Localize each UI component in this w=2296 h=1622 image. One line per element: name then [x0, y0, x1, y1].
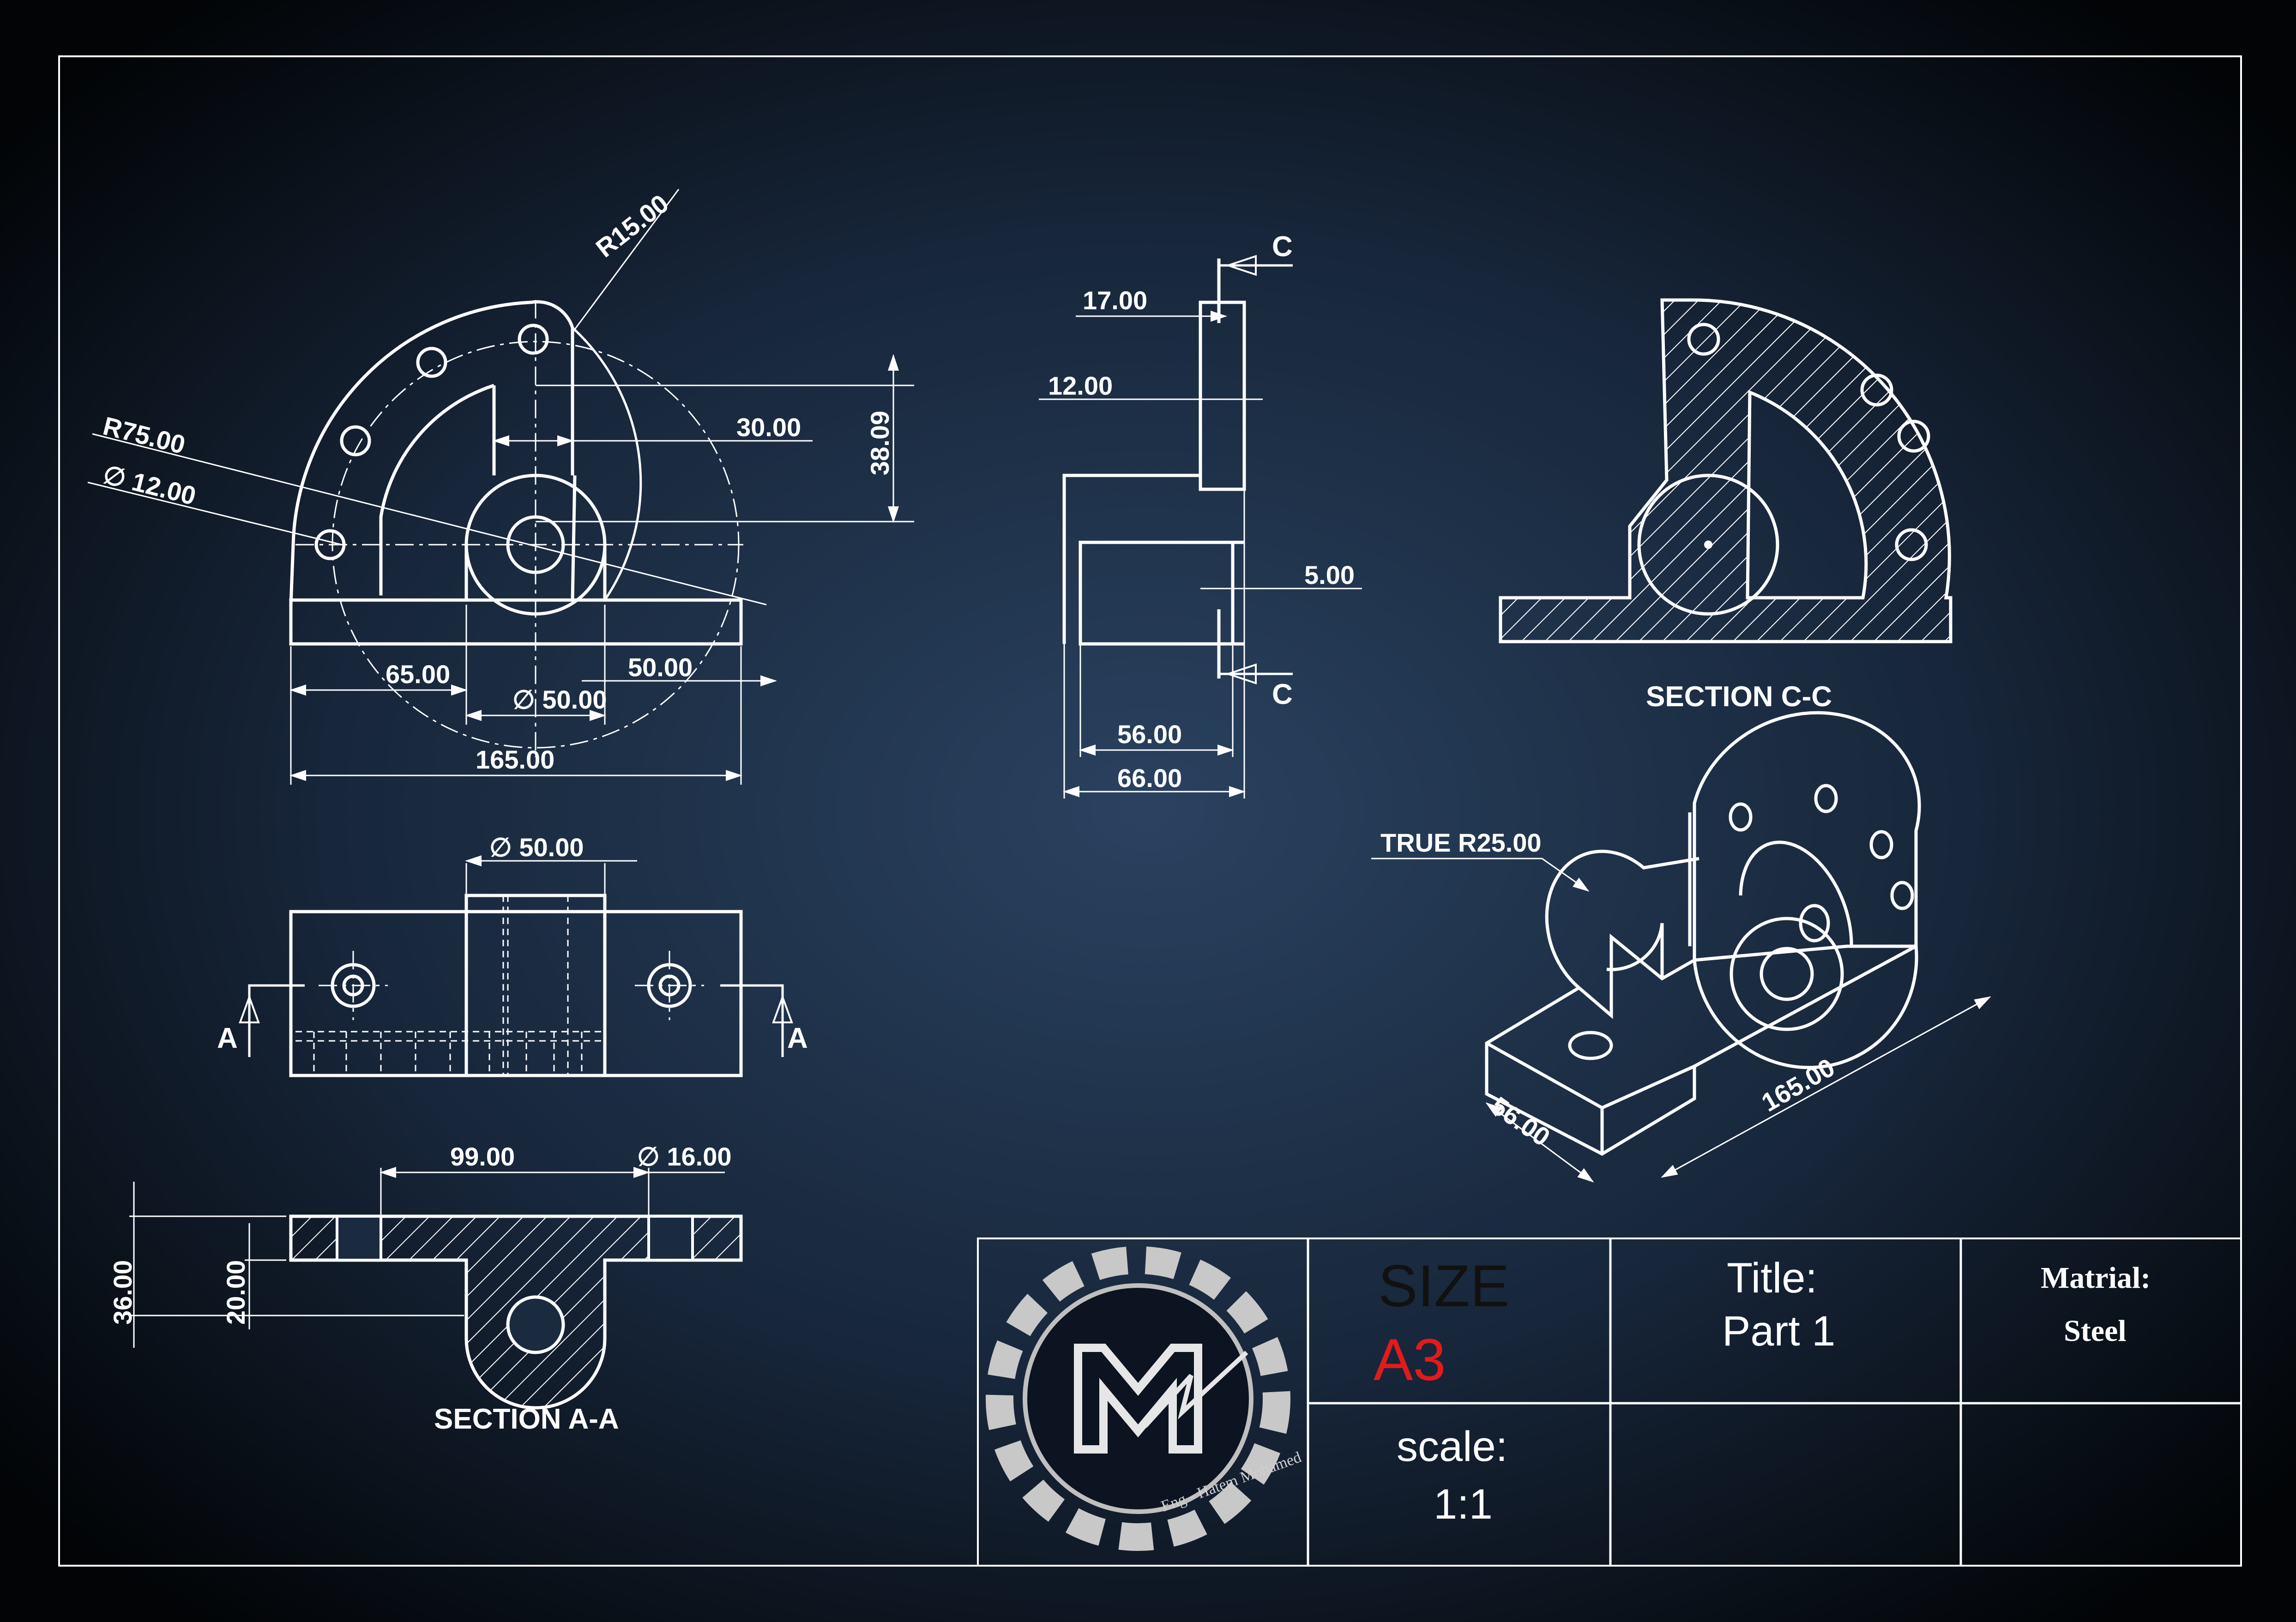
dim-17: 17.00: [1083, 286, 1147, 315]
scale-value: 1:1: [1434, 1481, 1493, 1528]
section-cc-label: SECTION C-C: [1646, 681, 1832, 713]
size-value: A3: [1374, 1327, 1446, 1393]
dim-66: 66.00: [1117, 763, 1182, 793]
dim-true-r25: TRUE R25.00: [1380, 828, 1542, 857]
dim-65: 65.00: [386, 660, 450, 689]
dim-36: 36.00: [108, 1260, 137, 1325]
dim-20: 20.00: [221, 1260, 250, 1325]
scale-label: scale:: [1397, 1423, 1507, 1470]
section-marker-c-bottom: C: [1272, 679, 1293, 710]
section-aa-label: SECTION A-A: [434, 1403, 619, 1435]
dim-dia16: ∅ 16.00: [637, 1142, 731, 1171]
title-value: Part 1: [1722, 1308, 1835, 1355]
title-block: Eng - Hatem Mohamed SIZE A3 scale: 1:1 T…: [977, 1238, 2242, 1567]
size-label: SIZE: [1378, 1253, 1510, 1319]
dim-dia50b: ∅ 50.00: [489, 833, 584, 862]
dim-99: 99.00: [450, 1142, 515, 1171]
side-view: C C 17.00 12.00 5.00 56.00 66.00: [1039, 231, 1362, 799]
material-value: Steel: [2064, 1314, 2127, 1348]
section-marker-c-top: C: [1272, 231, 1293, 263]
dim-30: 30.00: [736, 413, 801, 442]
material-label: Matrial:: [2041, 1261, 2151, 1295]
dim-5: 5.00: [1304, 560, 1355, 589]
section-marker-a-left: A: [217, 1022, 238, 1054]
dim-12b: 12.00: [1048, 371, 1113, 400]
dim-165a: 165.00: [476, 745, 554, 774]
dim-50a: 50.00: [628, 653, 693, 682]
dim-dia50a: ∅ 50.00: [512, 685, 607, 714]
section-cc-view: SECTION C-C: [1499, 298, 1953, 713]
title-label: Title:: [1727, 1255, 1817, 1302]
section-aa-view: 99.00 ∅ 16.00 36.00 20.00 SECTION A-A: [108, 1142, 743, 1435]
dim-56a: 56.00: [1117, 720, 1182, 749]
section-marker-a-right: A: [787, 1022, 808, 1054]
dim-38-09: 38.09: [865, 411, 894, 475]
logo-gear-emblem: Eng - Hatem Mohamed: [986, 1246, 1304, 1551]
top-view: ∅ 50.00 A A: [217, 833, 808, 1077]
